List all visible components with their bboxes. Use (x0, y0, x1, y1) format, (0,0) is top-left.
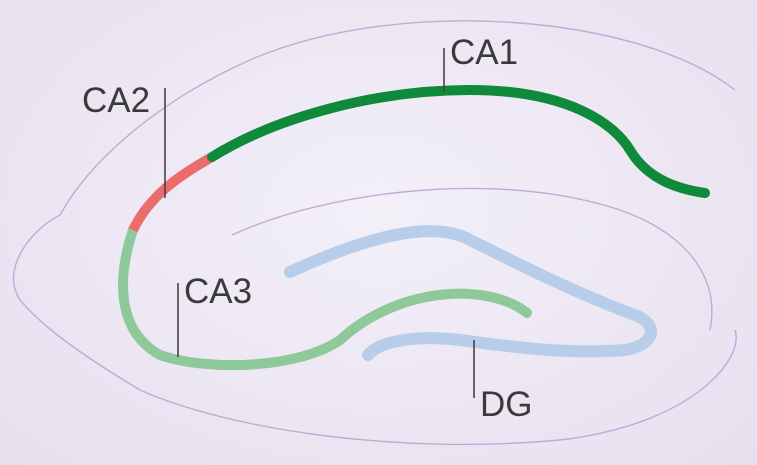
ca3-layer (118, 225, 532, 371)
ca1-layer (207, 84, 710, 198)
dg-label: DG (480, 385, 533, 424)
inner-outline (231, 187, 713, 331)
ca1-label: CA1 (450, 33, 518, 72)
ca2-layer (128, 152, 215, 233)
ca2-label: CA2 (82, 81, 150, 120)
dg-layer (284, 225, 657, 361)
ca3-label: CA3 (184, 272, 252, 311)
outer-outline (13, 20, 737, 446)
